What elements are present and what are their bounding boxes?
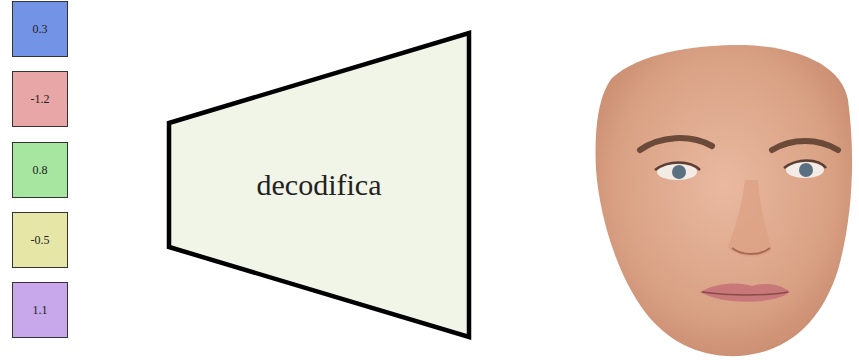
latent-value-box: -1.2 <box>12 71 68 127</box>
eyebrow <box>640 138 712 150</box>
latent-value-box: 1.1 <box>12 282 68 338</box>
latent-value-box: -0.5 <box>12 212 68 268</box>
latent-value-box: 0.8 <box>12 142 68 198</box>
face-outline <box>596 45 853 356</box>
latent-value: -1.2 <box>31 92 50 107</box>
latent-value: -0.5 <box>31 233 50 248</box>
decoder-label: decodifica <box>257 168 382 202</box>
eyelid <box>655 163 700 171</box>
iris <box>799 163 813 177</box>
trapezoid-shape <box>169 33 469 337</box>
nostrils <box>732 248 770 254</box>
lip-line <box>702 292 788 295</box>
latent-value: 0.3 <box>33 22 48 37</box>
decoder-trapezoid: decodifica <box>166 30 472 340</box>
iris <box>672 165 686 179</box>
latent-value: 0.8 <box>33 163 48 178</box>
eyebrow <box>772 141 838 150</box>
lips <box>700 284 790 302</box>
nose <box>728 180 772 257</box>
latent-value: 1.1 <box>33 303 48 318</box>
eyelid <box>784 161 826 169</box>
latent-value-box: 0.3 <box>12 1 68 57</box>
